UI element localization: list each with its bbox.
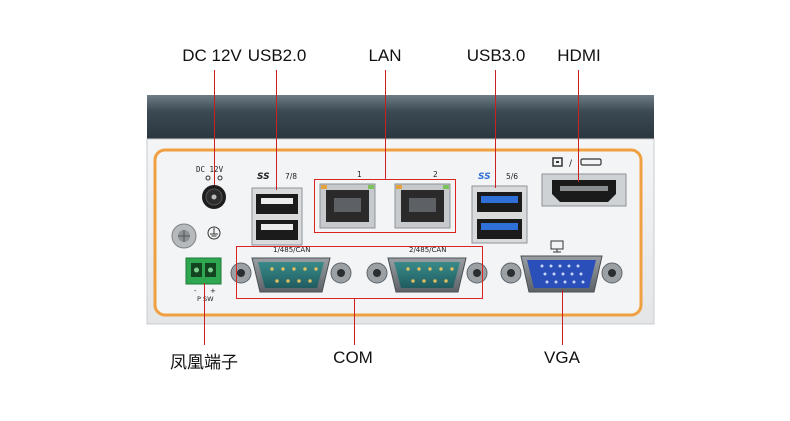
callout-usb2: USB2.0 xyxy=(247,46,307,65)
com-port-2 xyxy=(366,257,488,293)
leader-lan xyxy=(385,70,386,180)
callout-vga: VGA xyxy=(544,348,580,367)
leader-com xyxy=(354,298,355,345)
com-port-1 xyxy=(230,257,352,293)
panel-label-lan2: 2 xyxy=(433,170,438,179)
monitor-icon xyxy=(550,240,564,253)
leader-dc xyxy=(214,70,215,185)
panel-label-usb2-num: 7/8 xyxy=(285,172,297,181)
callout-com: COM xyxy=(333,348,373,367)
hdmi-port xyxy=(541,173,627,207)
leader-phoenix xyxy=(204,283,205,345)
phoenix-terminal xyxy=(185,257,222,285)
panel-label-dp-slash: / xyxy=(569,159,573,169)
callout-dc-12v: DC 12V xyxy=(182,46,242,65)
panel-label-dc: DC 12V xyxy=(196,165,224,174)
vga-port xyxy=(500,255,623,293)
panel-label-usb3-ss: SS xyxy=(478,172,491,182)
chassis-top-cover xyxy=(147,95,654,141)
lan-port-2 xyxy=(394,183,451,229)
callout-lan: LAN xyxy=(368,46,402,65)
dc-jack xyxy=(202,175,226,209)
usb2-port-stack xyxy=(251,187,303,246)
panel-label-com1: 1/485/CAN xyxy=(273,246,310,254)
usb3-port-stack xyxy=(471,185,528,244)
callout-usb3: USB3.0 xyxy=(466,46,526,65)
panel-label-lan1: 1 xyxy=(357,170,362,179)
panel-label-com2: 2/485/CAN xyxy=(409,246,446,254)
leader-vga xyxy=(562,290,563,345)
leader-hdmi xyxy=(578,70,579,182)
callout-hdmi: HDMI xyxy=(557,46,601,65)
panel-label-plus: + xyxy=(210,287,216,295)
panel-label-psw: P SW xyxy=(197,295,214,303)
ground-screw xyxy=(171,223,197,249)
panel-label-usb2-ss: SS xyxy=(257,172,270,182)
lan-highlight-box xyxy=(314,179,456,233)
displayport-logo-icon xyxy=(552,157,563,167)
hdmi-logo-icon xyxy=(580,158,602,166)
ground-symbol-icon xyxy=(207,226,221,240)
leader-usb2 xyxy=(276,70,277,190)
panel-label-usb3-num: 5/6 xyxy=(506,172,518,181)
panel-label-minus: - xyxy=(194,287,197,295)
callout-phoenix-terminal: 凤凰端子 xyxy=(170,353,238,372)
com-highlight-box xyxy=(236,246,483,299)
lan-port-1 xyxy=(319,183,376,229)
leader-usb3 xyxy=(495,70,496,188)
